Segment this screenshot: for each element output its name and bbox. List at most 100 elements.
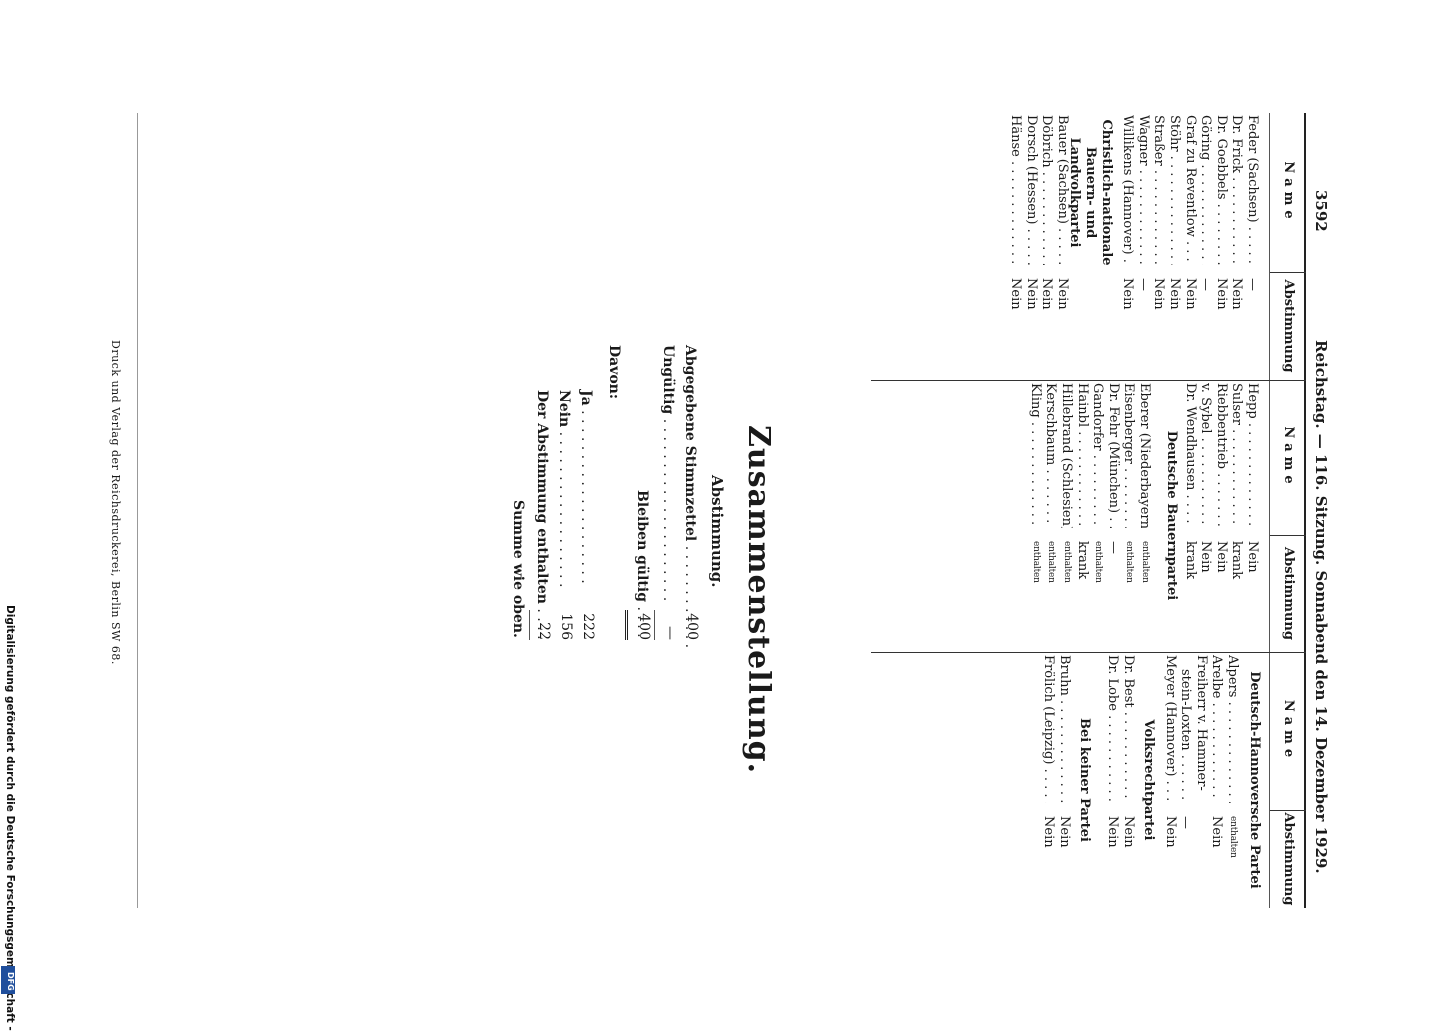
summary-abgegeben-value: 400: [684, 613, 700, 640]
document-page: 3592 Reichstag. — 116. Sitzung. Sonnaben…: [0, 0, 1434, 1000]
vote-cell: enthalten: [1140, 541, 1150, 583]
col2-votes-2: enthalten enthalten — enthalten krank en…: [1027, 541, 1152, 646]
vote-cell: Nein: [1229, 278, 1245, 310]
summary-ungueltig: Ungültig . . . . . . . . . . . . . . . .…: [660, 345, 676, 602]
list-item: Gandorfer: [1090, 383, 1105, 528]
list-item: Dr. Lobe: [1105, 655, 1120, 803]
vote-cell: enthalten: [1124, 541, 1135, 583]
list-item: Hillebrand (Schlesien): [1058, 383, 1074, 528]
sidebar-credit: Digitalisierung gefördert durch die Deut…: [0, 605, 16, 1031]
list-item: Willikens (Hannover): [1120, 115, 1135, 265]
summary-ja-value: 222: [580, 613, 596, 640]
vote-cell: krank: [1182, 541, 1198, 580]
col1-names: Feder (Sachsen) Dr. Frick Dr. Goebbels G…: [1120, 115, 1260, 265]
list-item: Dr. Goebbels: [1213, 115, 1229, 265]
list-item: Bruhn: [1056, 655, 1072, 803]
summary-gueltig-value: 400: [636, 613, 652, 640]
list-item: Straßer: [1151, 115, 1166, 265]
vote-cell: Nein: [1120, 278, 1136, 310]
list-item: Alpers: [1224, 655, 1240, 803]
list-item: Hepp: [1244, 383, 1260, 528]
col1-vote-header: Abstimmung: [1281, 279, 1296, 373]
vote-cell: Nein: [1041, 816, 1057, 848]
vote-cell: Nein: [1245, 541, 1260, 573]
vote-cell: —: [1135, 278, 1151, 291]
table-head-rule: [1269, 113, 1270, 908]
list-item: Dorsch (Hessen): [1023, 115, 1039, 265]
sum-underline: [654, 610, 655, 640]
funding-note: Digitalisierung gefördert durch die Deut…: [4, 605, 16, 1031]
col2-names: Hepp Sulser Riebbentrieb v. Sybel Dr. We…: [1182, 383, 1260, 528]
party-heading: Christlich-nationale Bauern- und Landvol…: [1067, 119, 1114, 266]
col2-name-header: Name: [1281, 426, 1296, 489]
vote-cell: Nein: [1039, 278, 1055, 310]
vote-cell: Nein: [1182, 278, 1198, 310]
dfg-logo-icon: DFG: [1, 966, 15, 994]
vote-cell: —: [1198, 278, 1214, 291]
list-item: Riebbentrieb: [1213, 383, 1229, 528]
col1-name-header: Name: [1281, 161, 1296, 224]
list-item: Dr. Wendhausen: [1182, 383, 1198, 528]
list-item: stein-Loxten: [1178, 655, 1193, 803]
vote-cell: krank: [1229, 541, 1245, 580]
col1-votes-2: Nein Nein Nein Nein: [1008, 278, 1070, 373]
list-item: Wagner: [1135, 115, 1151, 265]
vote-cell: krank: [1074, 541, 1090, 580]
vote-cell: Nein: [1055, 278, 1070, 310]
col3-name-header: Name: [1281, 699, 1296, 763]
vote-cell: Nein: [1121, 816, 1136, 848]
vote-cell: —: [1178, 816, 1194, 829]
vote-cell: [1193, 816, 1209, 904]
col1-votes: — Nein Nein — Nein Nein Nein — Nein: [1120, 278, 1260, 373]
summary-davon: Davon:: [606, 345, 622, 400]
vote-cell: enthalten: [1062, 541, 1073, 583]
vote-cell: Nein: [1213, 278, 1229, 310]
page-number: 3592: [1312, 190, 1330, 232]
summary-nein: Nein . . . . . . . . . . . . . . . . . .: [556, 390, 572, 588]
list-item: Graf zu Reventlow: [1182, 115, 1198, 265]
summary-summe: Summe wie oben.: [510, 500, 526, 638]
table-top-rule: [1304, 113, 1306, 908]
list-item: Bauer (Sachsen): [1054, 115, 1070, 265]
vote-cell: Nein: [1151, 278, 1167, 310]
party-heading: Volksrechtpartei: [1141, 719, 1156, 841]
vote-cell: Nein: [1008, 278, 1024, 310]
col3-names: Alpers Arelbe Freiherr v. Hammer- stein-…: [1162, 655, 1240, 803]
list-item: Freiherr v. Hammer-: [1193, 655, 1209, 791]
vote-cell: Nein: [1057, 816, 1072, 848]
summary-ungueltig-value: —: [662, 626, 678, 640]
col1-names-2: Bauer (Sachsen) Döbrich Dorsch (Hessen) …: [1008, 115, 1070, 265]
summary-subtitle: Abstimmung.: [708, 475, 726, 588]
vote-cell: Nein: [1198, 541, 1214, 573]
list-item: Döbrich: [1039, 115, 1054, 265]
summary-ja: Ja . . . . . . . . . . . . . . . . . . .…: [578, 390, 594, 584]
vote-cell: enthalten: [1030, 541, 1041, 583]
list-item: Meyer (Hannover): [1162, 655, 1178, 803]
list-item: Arelbe: [1209, 655, 1224, 803]
footer-rule: [137, 113, 138, 908]
col3-votes-3: Nein Nein: [1041, 816, 1072, 904]
vote-cell: Nein: [1213, 541, 1229, 573]
vote-cell: enthalten: [1093, 541, 1104, 583]
party-heading: Deutsche Bauernpartei: [1164, 430, 1179, 601]
page-title: Reichstag. — 116. Sitzung. Sonnabend den…: [1312, 340, 1330, 874]
vote-cell: enthalten: [1228, 816, 1238, 858]
list-item: v. Sybel: [1198, 383, 1213, 528]
vote-cell: enthalten: [1046, 541, 1057, 583]
vote-cell: Nein: [1209, 816, 1225, 848]
column-divider-1: [871, 380, 1306, 381]
col3-votes-2: Nein Nein: [1105, 816, 1136, 904]
list-item: Frölich (Leipzig): [1041, 655, 1056, 803]
party-heading: Deutsch-Hannoversche Partei: [1247, 671, 1262, 889]
summary-title: Zusammenstellung.: [741, 425, 776, 775]
col2-names-2: Eberer (Niederbayern) Eisenberger Dr. Fe…: [1027, 383, 1152, 528]
list-item: Hainbl: [1074, 383, 1090, 528]
column-divider-2: [871, 652, 1306, 653]
vote-cell: —: [1105, 541, 1121, 554]
sum-double-underline: [625, 610, 628, 640]
summary-enthalten-value: 22: [536, 622, 552, 640]
list-item: Stöhr: [1166, 115, 1182, 265]
list-item: Eisenberger: [1121, 383, 1136, 528]
list-item: Kerschbaum: [1043, 383, 1058, 528]
list-item: Sulser: [1229, 383, 1244, 528]
